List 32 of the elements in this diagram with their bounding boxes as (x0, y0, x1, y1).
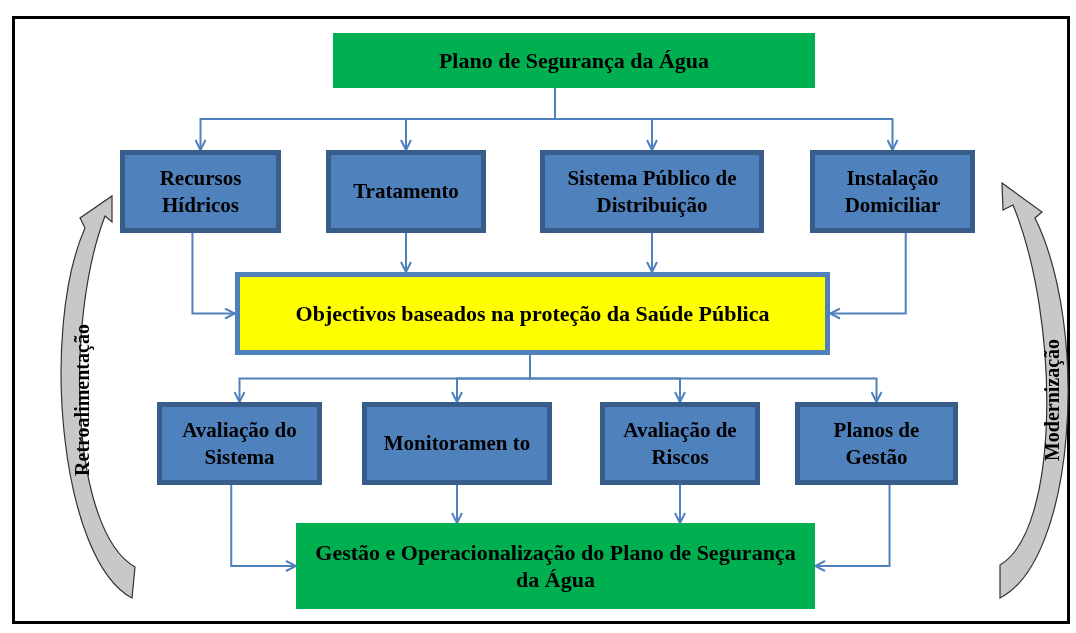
arrow (451, 484, 463, 524)
arrow (674, 484, 686, 524)
arrow (829, 232, 907, 320)
process-box (296, 523, 815, 609)
process-box (362, 402, 552, 485)
process-box (157, 402, 322, 485)
node-label: Avaliação de Riscos (622, 417, 738, 470)
node-label: Sistema Público de Distribuição (566, 165, 738, 218)
arrow (646, 232, 658, 273)
process-box (326, 150, 486, 233)
arrow (191, 232, 236, 320)
arrow (814, 484, 891, 572)
node-label: Plano de Segurança da Água (438, 46, 710, 75)
node-label: Planos de Gestão (832, 417, 921, 470)
node-label: Recursos Hídricos (158, 165, 243, 218)
process-box (600, 402, 760, 485)
node-label: Gestão e Operacionalização do Plano de Segurança da Água (314, 538, 797, 594)
process-box (540, 150, 764, 233)
objective-box (235, 272, 830, 355)
arrow (230, 484, 297, 572)
process-box (795, 402, 958, 485)
arrow-label: Modernização (1040, 337, 1065, 464)
node-label: Avaliação do Sistema (181, 417, 298, 470)
arrow (400, 232, 412, 273)
arrow-label: Retroalimentação (70, 323, 95, 478)
node-label: Objectivos baseados na proteção da Saúde Pública (295, 299, 770, 328)
process-box (120, 150, 281, 233)
node-label: Tratamento (353, 178, 459, 205)
process-box (333, 33, 815, 88)
node-label: Instalação Domiciliar (843, 165, 942, 218)
node-label: Monitoramen to (383, 430, 531, 457)
process-box (810, 150, 975, 233)
